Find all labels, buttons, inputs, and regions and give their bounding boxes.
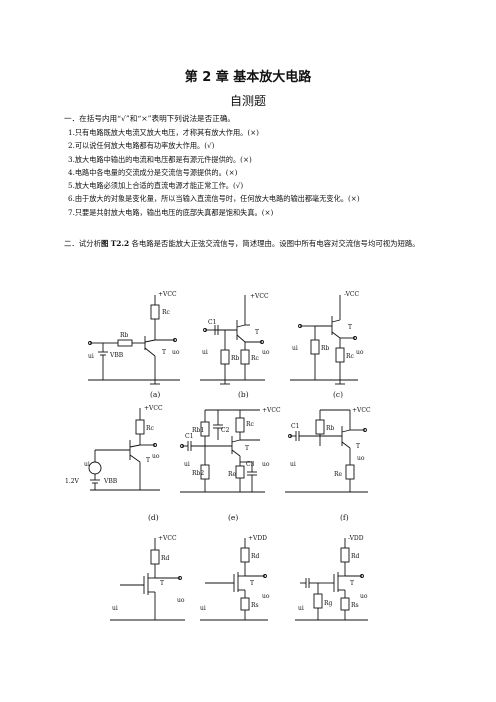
list-item: 6.由于放大的对象是变化量，所以当输入直流信号时，任何放大电路的输出都毫无变化。… [68, 194, 360, 204]
label-c3-e: C3 [246, 461, 255, 468]
label-neg-vcc-c: -VCC [344, 291, 360, 298]
label-ui-e: ui [184, 461, 190, 468]
label-c2-e: C2 [221, 427, 230, 434]
label-c1-e: C1 [185, 433, 193, 440]
label-uo-f: uo [357, 455, 365, 462]
caption-a: (a) [150, 390, 160, 399]
list-item: 4.电路中各电量的交流成分是交流信号源提供的。(×) [68, 167, 238, 177]
label-v12-d: 1.2V [65, 478, 80, 485]
label-uo-e: uo [262, 461, 270, 468]
label-ui-d: ui [84, 461, 90, 468]
label-t-b: T [255, 329, 259, 336]
q2-intro: 二．试分析 [64, 239, 101, 248]
question-2-text: 二．试分析图 T2.2 各电路是否能放大正弦交流信号，简述理由。设图中所有电容对… [64, 238, 436, 250]
label-ui-g: ui [112, 605, 118, 612]
label-rs-i: Rs [351, 602, 359, 609]
label-ui-i: ui [298, 605, 304, 612]
label-vcc-a: +VCC [158, 291, 177, 298]
q2-figure-word: 图 [100, 239, 109, 248]
circuit-g [110, 538, 185, 621]
label-ui-b: ui [202, 349, 208, 356]
circuit-figures: +VCC Rc T Rb VBB ui uo (a) +VCC T C1 [0, 280, 496, 680]
label-t-e: T [245, 445, 249, 452]
circuit-e [180, 409, 265, 493]
circuit-h [200, 538, 268, 621]
label-rd-g: Rd [161, 555, 170, 562]
question-1-heading: 一．在括号内用“√”和“×”表明下列说法是否正确。 [64, 114, 236, 123]
label-c1-b: C1 [208, 319, 216, 326]
label-uo-i: uo [360, 593, 368, 600]
label-uo-c: uo [356, 349, 364, 356]
label-rd-i: Rd [351, 553, 360, 560]
label-rc-e: Rc [246, 421, 255, 428]
circuit-b [200, 295, 265, 385]
list-item: 7.只要是共射放大电路，输出电压的底部失真都是饱和失真。(×) [68, 207, 274, 217]
label-rb-f: Rb [326, 425, 335, 432]
question-1-items: 1.只有电路既放大电流又放大电压，才称其有放大作用。(×) 2.可以说任何放大电… [64, 126, 436, 219]
chapter-title: 第 2 章 基本放大电路 [184, 70, 312, 85]
label-re-e: Re [228, 471, 237, 478]
circuit-c [290, 295, 358, 385]
label-t-f: T [356, 443, 360, 450]
label-rc-b: Rc [251, 355, 260, 362]
q2-body: 各电路是否能放大正弦交流信号，简述理由。设图中所有电容对交流信号均可视为短路。 [129, 239, 420, 248]
label-rb-b: Rb [231, 355, 240, 362]
label-vcc-f: +VCC [352, 407, 371, 414]
caption-b: (b) [238, 390, 249, 399]
list-item: 1.只有电路既放大电流又放大电压，才称其有放大作用。(×) [68, 128, 259, 137]
caption-d: (d) [148, 513, 159, 522]
label-rb-c: Rb [321, 345, 330, 352]
label-rg-i: Rg [324, 600, 333, 607]
label-t-i: T [350, 580, 354, 587]
caption-e: (e) [228, 513, 238, 522]
caption-c: (c) [333, 390, 343, 399]
label-uo-a: uo [172, 349, 180, 356]
list-item: 2.可以说任何放大电路都有功率放大作用。(√) [68, 141, 215, 151]
label-re-f: Re [334, 471, 343, 478]
label-ui-f: ui [290, 461, 296, 468]
label-rs-h: Rs [251, 602, 259, 609]
label-t-h: T [250, 580, 254, 587]
label-uo-g: uo [177, 597, 185, 604]
label-vcc-g: +VCC [158, 535, 177, 542]
label-t-d: T [146, 457, 150, 464]
label-uo-b: uo [262, 349, 270, 356]
label-uo-h: uo [262, 593, 270, 600]
circuit-f [285, 409, 368, 493]
label-vbb-a: VBB [109, 352, 124, 359]
label-t-a: T [162, 349, 166, 356]
label-c1-f: C1 [291, 423, 299, 430]
label-rc-c: Rc [346, 353, 355, 360]
q2-figure-ref: T2.2 [110, 239, 130, 248]
label-rc-a: Rc [162, 309, 171, 316]
label-vcc-b: +VCC [250, 293, 269, 300]
list-item: 3.放大电路中输出的电流和电压都是有源元件提供的。(×) [68, 154, 252, 164]
caption-f: (f) [340, 513, 349, 522]
label-rb1-e: Rb1 [192, 427, 204, 434]
circuit-i [295, 538, 368, 621]
label-ui-c: ui [292, 345, 298, 352]
label-uo-d: uo [152, 453, 160, 460]
section-title: 自测题 [229, 94, 266, 108]
label-rb2-e: Rb2 [192, 470, 204, 477]
label-t-g: T [160, 580, 164, 587]
label-ui-a: ui [88, 353, 94, 360]
label-rc-d: Rc [146, 425, 155, 432]
list-item: 5.放大电路必须加上合适的直流电源才能正常工作。(√) [68, 181, 244, 191]
label-vdd-h: +VDD [248, 535, 267, 542]
label-vbb-d: VBB [103, 478, 118, 485]
circuit-d [88, 408, 160, 491]
label-rb-a: Rb [120, 332, 129, 339]
label-rd-h: Rd [251, 553, 260, 560]
label-vcc-e: +VCC [262, 407, 281, 414]
label-ui-h: ui [200, 605, 206, 612]
label-neg-vdd-i: -VDD [348, 535, 364, 542]
label-t-c: T [348, 324, 352, 331]
label-vcc-d: +VCC [144, 405, 163, 412]
circuit-a [88, 295, 180, 385]
